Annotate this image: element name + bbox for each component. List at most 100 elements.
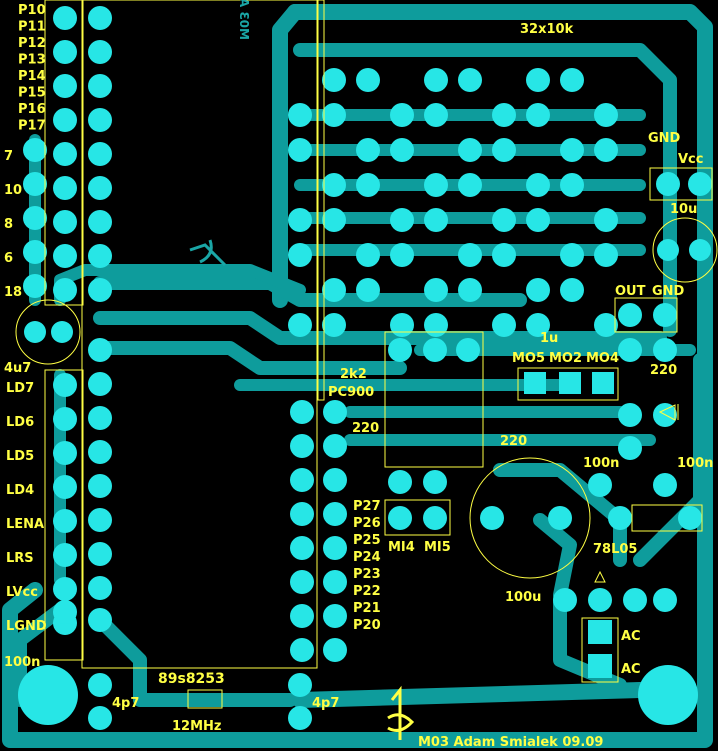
solder-pad	[88, 440, 112, 464]
solder-pad	[88, 406, 112, 430]
solder-pad	[688, 172, 712, 196]
ac-1-label: AC	[621, 629, 641, 644]
solder-pad	[88, 278, 112, 302]
square-pad	[588, 620, 612, 644]
chip-port-label-1: P26	[353, 516, 381, 531]
solder-pad	[323, 502, 347, 526]
solder-pad	[53, 142, 77, 166]
solder-pad	[553, 588, 577, 612]
solder-pad	[88, 74, 112, 98]
r-right-label: 220	[650, 363, 677, 378]
midi-in-1-label: MI4	[388, 540, 415, 555]
midi-out-3-label: MO4	[586, 351, 619, 366]
capacitor-4u7-outline	[15, 299, 81, 365]
solder-pad	[458, 173, 482, 197]
solder-pad	[653, 338, 677, 362]
solder-pad	[53, 441, 77, 465]
ac-2-label: AC	[621, 662, 641, 677]
solder-pad	[480, 506, 504, 530]
solder-pad	[88, 244, 112, 268]
solder-pad	[458, 278, 482, 302]
diode-icon	[658, 404, 679, 421]
chip-port-label-7: P20	[353, 618, 381, 633]
solder-pad	[526, 208, 550, 232]
solder-pad	[390, 103, 414, 127]
solder-pad	[594, 313, 618, 337]
cap-1u-label: 1u	[540, 331, 558, 346]
solder-pad	[290, 570, 314, 594]
solder-pad	[424, 208, 448, 232]
solder-pad	[323, 570, 347, 594]
left-header-outline	[44, 0, 84, 306]
solder-pad	[356, 138, 380, 162]
solder-pad	[88, 372, 112, 396]
solder-pad	[290, 434, 314, 458]
cap-100n-right-label: 100n	[677, 456, 713, 471]
solder-pad	[53, 244, 77, 268]
cap-4u7-label: 4u7	[4, 361, 31, 376]
capacitor-100u-outline	[469, 457, 591, 579]
solder-pad	[608, 506, 632, 530]
pin-number-label-1: 10	[4, 183, 22, 198]
solder-pad	[656, 172, 680, 196]
solder-pad	[356, 243, 380, 267]
pin-number-label-2: 8	[4, 217, 13, 232]
port-label-7: P17	[18, 119, 46, 134]
solder-pad	[290, 604, 314, 628]
lcd-pin-label-3: LD4	[6, 483, 34, 498]
solder-pad	[24, 321, 46, 343]
solder-pad	[388, 338, 412, 362]
elcap-label: 100u	[505, 590, 541, 605]
chip-port-label-2: P25	[353, 533, 381, 548]
solder-pad	[560, 278, 584, 302]
solder-pad	[456, 338, 480, 362]
signal-trace	[93, 341, 407, 375]
mounting-hole	[638, 665, 698, 725]
solder-pad	[492, 138, 516, 162]
solder-pad	[390, 313, 414, 337]
left-header-outline-2	[44, 369, 84, 661]
solder-pad	[356, 68, 380, 92]
solder-pad	[594, 208, 618, 232]
lcd-pin-label-0: LD7	[6, 381, 34, 396]
cap-10u-label: 10u	[670, 202, 697, 217]
optocoupler-label: PC900	[328, 385, 374, 400]
solder-pad	[53, 600, 77, 624]
solder-pad	[618, 403, 642, 427]
solder-pad	[492, 103, 516, 127]
solder-pad	[288, 706, 312, 730]
solder-pad	[424, 68, 448, 92]
solder-pad	[322, 173, 346, 197]
ac-header-outline	[581, 617, 619, 683]
mounting-hole	[18, 665, 78, 725]
solder-pad	[88, 474, 112, 498]
solder-pad	[560, 68, 584, 92]
solder-pad	[423, 470, 447, 494]
solder-pad	[657, 239, 679, 261]
solder-pad	[53, 278, 77, 302]
solder-pad	[560, 243, 584, 267]
bottom-trace	[493, 463, 627, 567]
port-label-5: P15	[18, 86, 46, 101]
solder-pad	[594, 243, 618, 267]
solder-pad	[458, 243, 482, 267]
bottom-trace	[13, 603, 67, 707]
solder-pad	[423, 338, 447, 362]
solder-pad	[388, 470, 412, 494]
solder-pad	[290, 400, 314, 424]
chip-name-label: 89s8253	[158, 671, 225, 687]
crystal-freq-label: 12MHz	[172, 719, 221, 734]
square-pad	[524, 372, 546, 394]
vcc-header-outline	[649, 167, 713, 201]
solder-pad	[290, 536, 314, 560]
solder-pad	[560, 173, 584, 197]
gnd2-label: GND	[652, 284, 685, 299]
solder-pad	[323, 434, 347, 458]
solder-pad	[53, 577, 77, 601]
midi-out-outline	[517, 367, 619, 401]
square-pad	[588, 654, 612, 678]
solder-pad	[288, 243, 312, 267]
solder-pad	[323, 638, 347, 662]
